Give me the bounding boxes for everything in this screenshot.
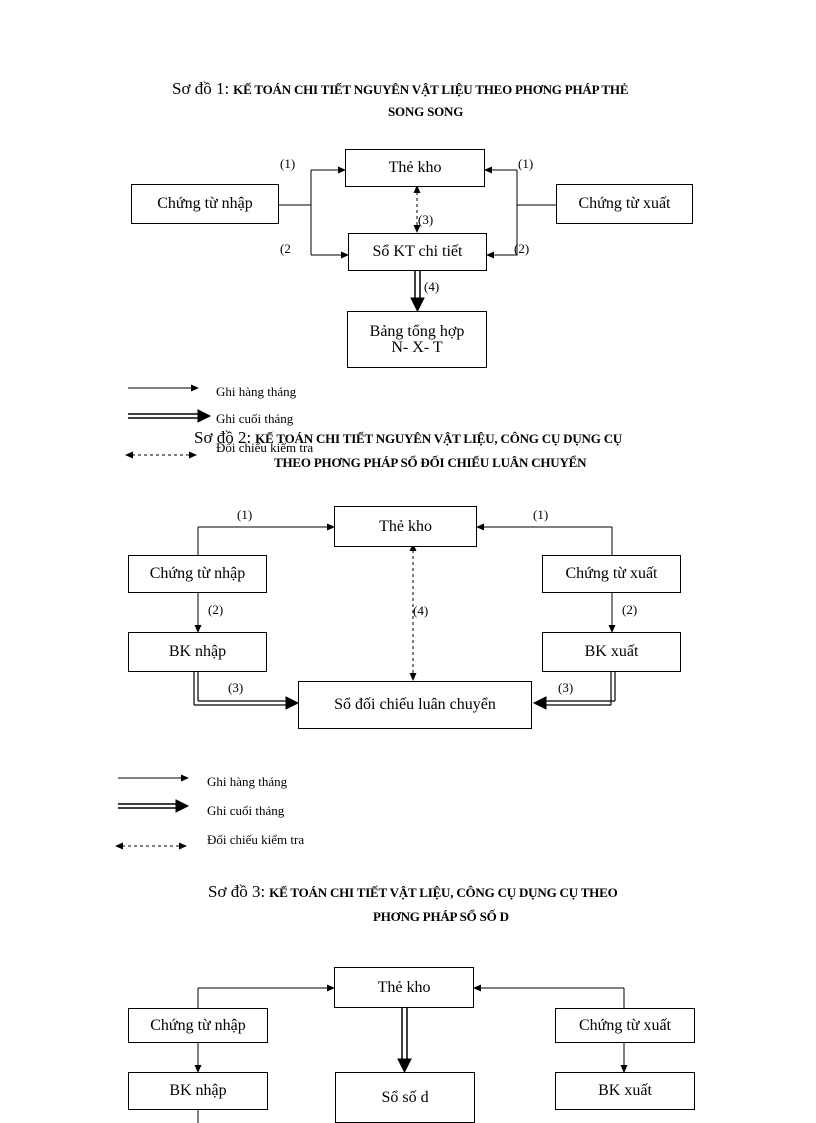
diagram1-label-3: (3) xyxy=(418,212,434,227)
diagram1-bang-tong-hop-line1: Bảng tổng hợp xyxy=(369,322,465,340)
diagram2-title: Sơ đồ 2: KẾ TOÁN CHI TIẾT NGUYÊN VẬT LIỆ… xyxy=(194,428,622,448)
diagram3-connectors xyxy=(194,984,628,1123)
diagram3-box-the-kho: Thẻ kho xyxy=(334,967,474,1008)
diagram1-box-bang-tong-hop: Bảng tổng hợp N- X- T xyxy=(347,311,487,368)
diagram3-title: Sơ đồ 3: KẾ TOÁN CHI TIẾT VẬT LIỆU, CÔNG… xyxy=(208,882,618,902)
diagram2-legend-monthly: Ghi hàng tháng xyxy=(207,774,288,789)
diagram3-title-caps: KẾ TOÁN CHI TIẾT VẬT LIỆU, CÔNG CỤ DỤNG … xyxy=(269,885,618,900)
diagram1-legend-end-month: Ghi cuối tháng xyxy=(216,411,294,426)
diagram2-label-1-left: (1) xyxy=(237,507,253,522)
diagram1-label-2-left: (2 xyxy=(280,241,291,256)
diagram2-box-bk-nhap: BK nhập xyxy=(128,632,267,672)
diagram2-title-caps: KẾ TOÁN CHI TIẾT NGUYÊN VẬT LIỆU, CÔNG C… xyxy=(255,431,623,446)
diagram1-label-2-right: (2) xyxy=(514,241,530,256)
diagram1-label-4: (4) xyxy=(424,279,440,294)
diagram3-box-bk-nhap: BK nhập xyxy=(128,1072,268,1110)
diagram1-title-line2: SONG SONG xyxy=(388,104,464,119)
diagram1-legend-check: Đối chiếu kiểm tra xyxy=(216,440,314,455)
diagram2-label-2-right: (2) xyxy=(622,602,638,617)
diagram2-title-prefix: Sơ đồ 2: xyxy=(194,428,252,447)
diagram1-box-so-kt-chi-tiet: Sổ KT chi tiết xyxy=(348,233,487,271)
diagram2-label-1-right: (1) xyxy=(533,507,549,522)
diagram2-connectors xyxy=(115,523,616,850)
diagram3-box-bk-xuat: BK xuất xyxy=(555,1072,695,1110)
diagram1-bang-tong-hop-line2: N- X- T xyxy=(391,338,443,356)
diagram3-box-chung-tu-xuat: Chứng từ xuất xyxy=(555,1008,695,1043)
diagram3-title-line2: PHƠNG PHÁP SỔ SỐ D xyxy=(373,909,509,924)
diagram2-title-line2: THEO PHƠNG PHÁP SỔ ĐỐI CHIẾU LUÂN CHUYỂN xyxy=(274,455,587,470)
diagram1-box-chung-tu-xuat: Chứng từ xuất xyxy=(556,184,693,224)
diagram2-box-chung-tu-xuat: Chứng từ xuất xyxy=(542,555,681,593)
diagram1-label-1-left: (1) xyxy=(280,156,296,171)
diagram3-box-so-so-d: Sổ số d xyxy=(335,1072,475,1123)
diagram2-box-so-doi-chieu: Sổ đối chiếu luân chuyển xyxy=(298,681,532,729)
diagram1-title-prefix: Sơ đồ 1: xyxy=(172,79,230,98)
diagram1-legend-monthly: Ghi hàng tháng xyxy=(216,384,297,399)
diagram2-label-2-left: (2) xyxy=(208,602,224,617)
diagram1-label-1-right: (1) xyxy=(518,156,534,171)
diagram2-legend-end-month: Ghi cuối tháng xyxy=(207,803,285,818)
diagram3-title-prefix: Sơ đồ 3: xyxy=(208,882,266,901)
diagram1-box-chung-tu-nhap: Chứng từ nhập xyxy=(131,184,279,224)
diagram1-title: Sơ đồ 1: KẾ TOÁN CHI TIẾT NGUYÊN VẬT LIỆ… xyxy=(172,79,628,99)
diagram1-box-the-kho: Thẻ kho xyxy=(345,149,485,187)
diagram2-label-3-right: (3) xyxy=(558,680,574,695)
diagram1-title-caps: KẾ TOÁN CHI TIẾT NGUYÊN VẬT LIỆU THEO PH… xyxy=(233,82,629,97)
diagram2-box-bk-xuat: BK xuất xyxy=(542,632,681,672)
diagram2-box-chung-tu-nhap: Chứng từ nhập xyxy=(128,555,267,593)
diagram1-connectors xyxy=(125,166,556,459)
diagram2-label-3-left: (3) xyxy=(228,680,244,695)
diagram2-label-4: (4) xyxy=(413,603,429,618)
diagram3-box-chung-tu-nhap: Chứng từ nhập xyxy=(128,1008,268,1043)
diagram2-legend-check: Đối chiếu kiểm tra xyxy=(207,832,305,847)
diagram2-box-the-kho: Thẻ kho xyxy=(334,506,477,547)
